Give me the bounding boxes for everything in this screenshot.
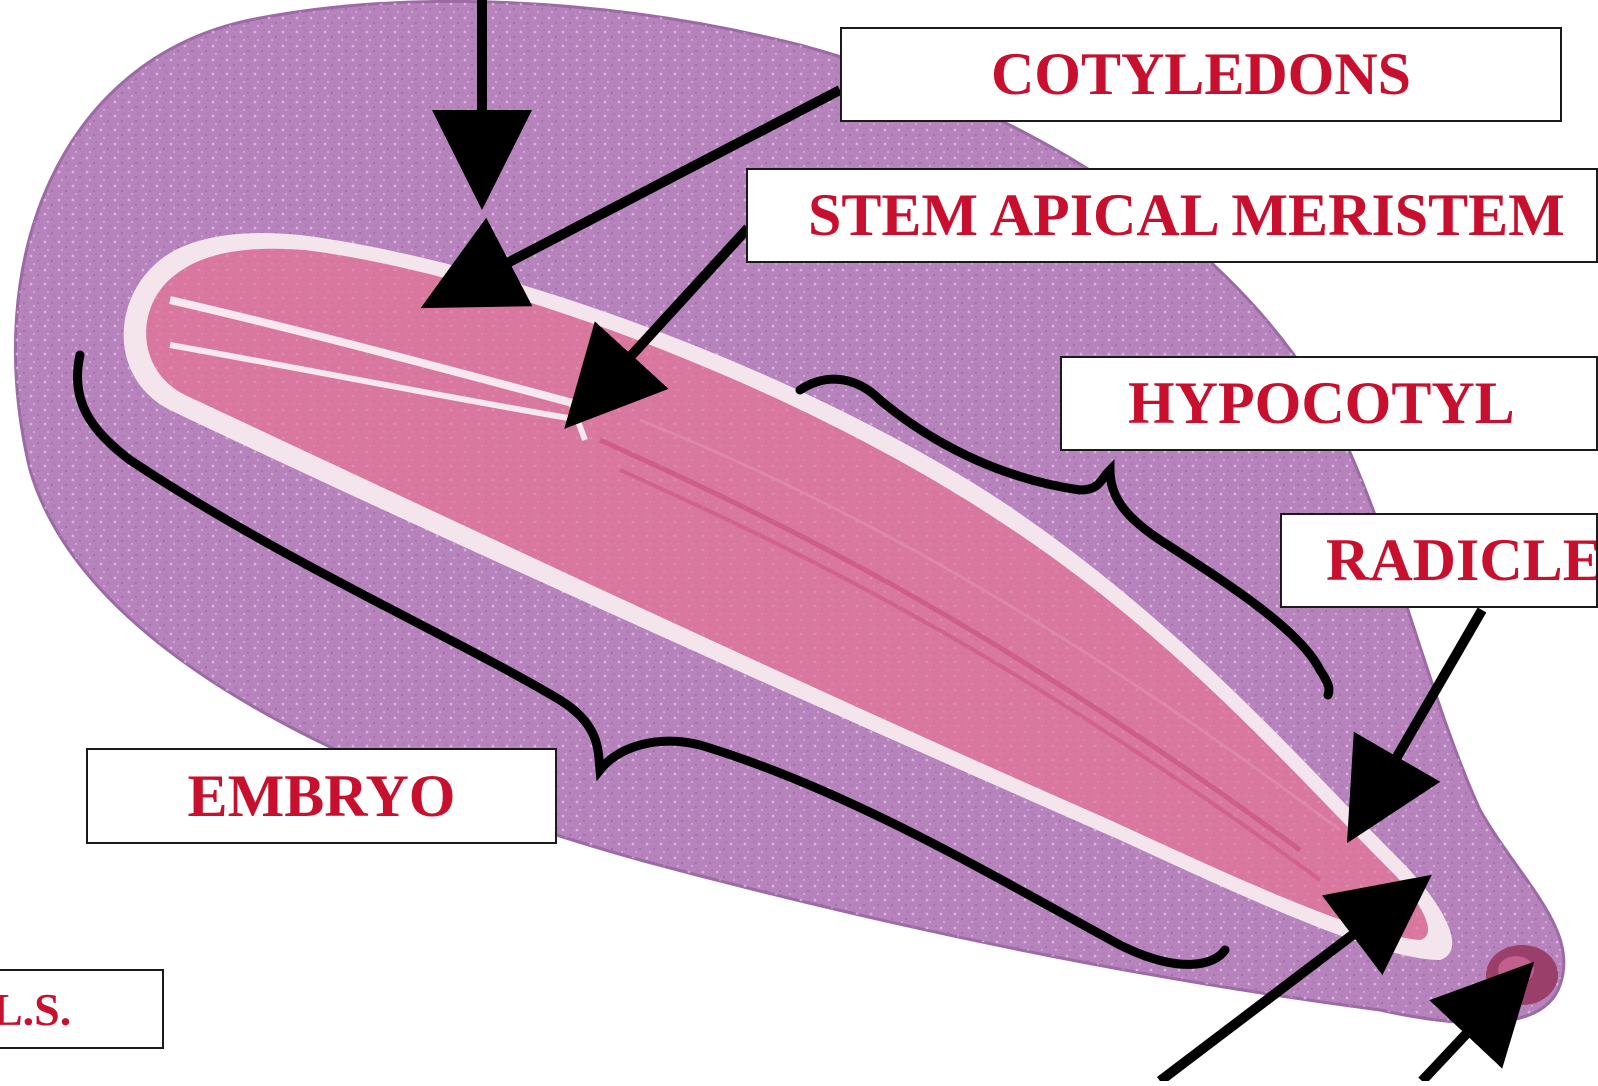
embryo-label-text: EMBRYO [188,762,456,831]
radicle-label-text: RADICLE [1326,526,1598,595]
ls-label: L.S. [0,969,164,1049]
hypocotyl-label-text: HYPOCOTYL [1128,369,1515,438]
ls-label-text: L.S. [0,983,71,1036]
radicle-label: RADICLE [1280,513,1598,608]
stem-apical-meristem-label: STEM APICAL MERISTEM [746,168,1598,263]
cotyledons-label: COTYLEDONS [840,27,1562,122]
hypocotyl-label: HYPOCOTYL [1060,356,1598,451]
embryo-label: EMBRYO [86,748,557,844]
stem-apical-meristem-label-text: STEM APICAL MERISTEM [808,181,1565,250]
cotyledons-label-text: COTYLEDONS [991,40,1411,109]
